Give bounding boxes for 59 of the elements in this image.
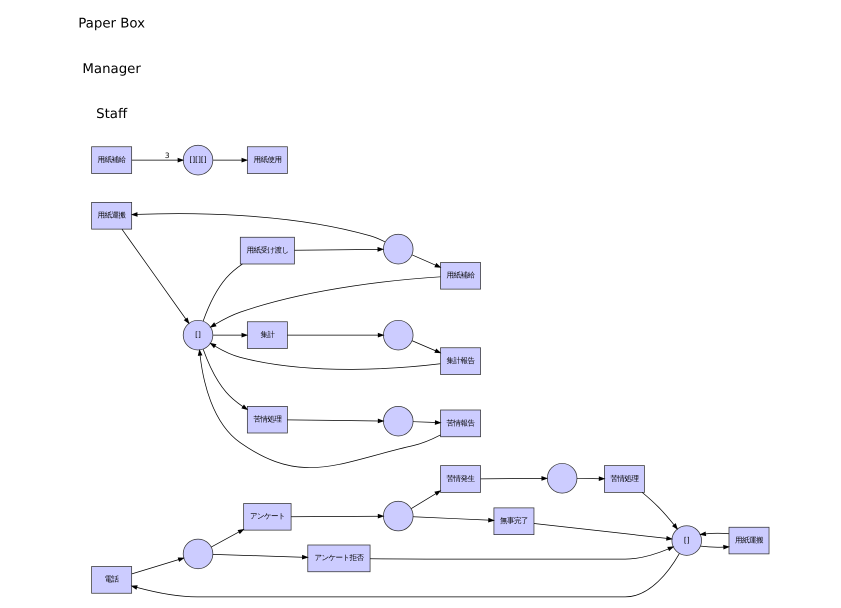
node-circle [546, 463, 578, 494]
arrow [412, 516, 495, 522]
label: Staff [96, 107, 128, 122]
arrow [132, 557, 185, 574]
arrow [294, 247, 384, 252]
arrow [412, 254, 442, 268]
node-box: 用紙運搬 [728, 526, 770, 554]
node-box: 苦情発生 [440, 465, 481, 493]
node-box: アンケート [243, 503, 292, 531]
node-box: アンケート拒否 [307, 544, 370, 572]
arrow [210, 528, 245, 548]
arrow [130, 553, 680, 598]
node-circle [182, 538, 214, 570]
arrow [287, 418, 385, 424]
arrow [576, 476, 606, 482]
arrow [210, 276, 441, 328]
arrow [212, 158, 248, 162]
arrow [480, 476, 548, 481]
node-box: 集計 [246, 321, 288, 349]
arrow [412, 340, 442, 354]
arrow [210, 342, 441, 370]
node-box: 用紙使用 [246, 146, 288, 174]
node-box: 苦情処理 [246, 406, 288, 434]
arrow [287, 332, 385, 338]
node-box: 集計報告 [440, 347, 481, 375]
arrow [290, 514, 384, 519]
node-box: 用紙運搬 [91, 202, 132, 230]
connector [202, 264, 243, 322]
arrow [212, 554, 309, 560]
arrow [412, 420, 442, 425]
node-circle: [] [672, 525, 702, 556]
node-circle [383, 320, 414, 350]
node-box: 用紙補給 [440, 262, 481, 290]
node-box: 苦情処理 [604, 465, 645, 493]
node-circle [383, 500, 414, 532]
arrow [370, 546, 674, 560]
arrow [699, 532, 730, 536]
arrow [198, 348, 441, 468]
node-circle [383, 406, 414, 436]
arrow [212, 332, 248, 338]
edge-label: 3 [164, 150, 170, 160]
arrow [202, 348, 248, 410]
arrow [122, 228, 190, 324]
arrow [642, 492, 678, 530]
node-box: 用紙補給 [91, 146, 132, 174]
arrow [132, 158, 184, 162]
node-circle: [] [182, 320, 214, 350]
node-circle: [][][] [182, 144, 214, 176]
node-box: 用紙受け渡し [240, 236, 295, 264]
arrow [130, 212, 386, 242]
arrow [534, 523, 674, 541]
arrow [700, 544, 730, 550]
label: Manager [82, 62, 141, 77]
arrow [410, 490, 442, 509]
node-box: 苦情報告 [440, 410, 481, 438]
node-box: 無事完了 [494, 508, 534, 535]
node-box: 電話 [91, 566, 132, 594]
node-circle [383, 234, 414, 264]
label: Paper Box [78, 16, 146, 32]
